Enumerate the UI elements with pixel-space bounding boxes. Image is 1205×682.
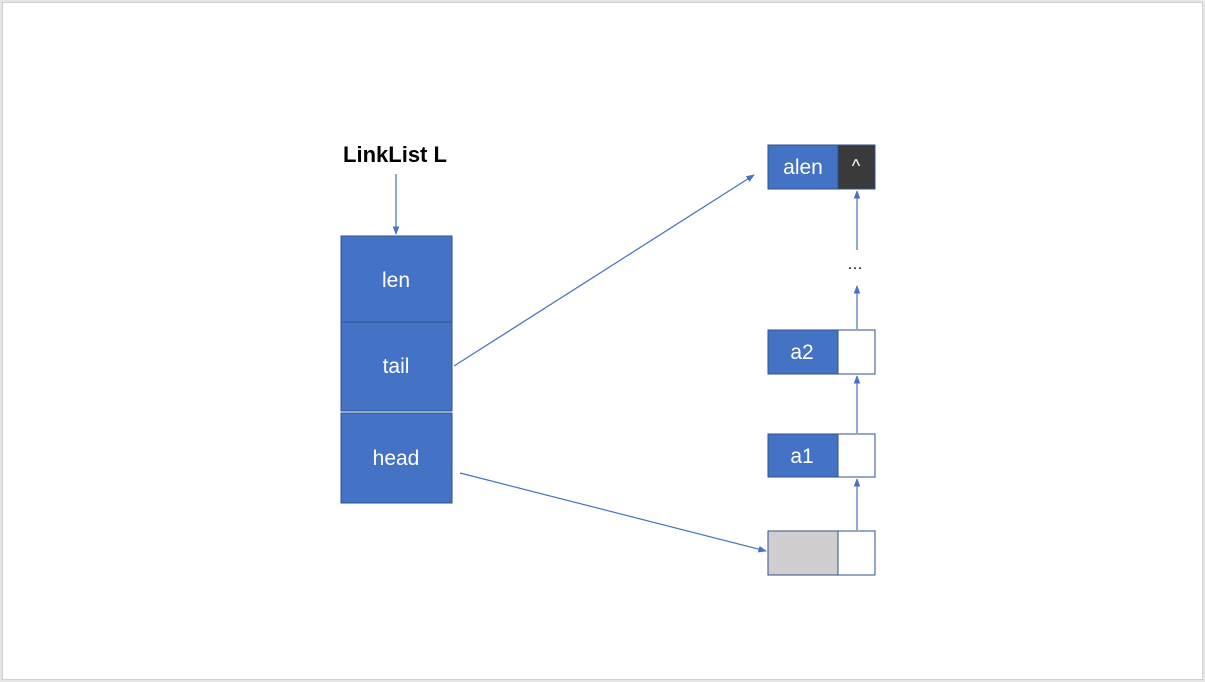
list-node-a2: a2 [767,329,876,375]
list-node-alen-label: alen [783,156,823,179]
null-pointer-caret: ^ [852,156,861,176]
list-node-a1: a1 [767,433,876,478]
struct-field-head-label: head [373,447,420,470]
struct-field-len: len [340,235,453,323]
struct-field-len-label: len [382,269,410,292]
list-node-alen: alen ^ [767,144,876,190]
diagram-title: LinkList L [343,142,447,167]
list-node-sentinel [767,530,876,576]
list-node-a1-label: a1 [790,445,813,468]
slide-canvas [3,3,1202,679]
tail-pointer-arrow [453,174,755,367]
struct-field-head: head [340,412,453,504]
struct-field-tail: tail [340,321,453,412]
ellipsis-text: … [847,256,863,273]
head-pointer-arrow [459,472,767,553]
struct-field-tail-label: tail [383,355,410,378]
list-node-a2-label: a2 [790,341,813,364]
